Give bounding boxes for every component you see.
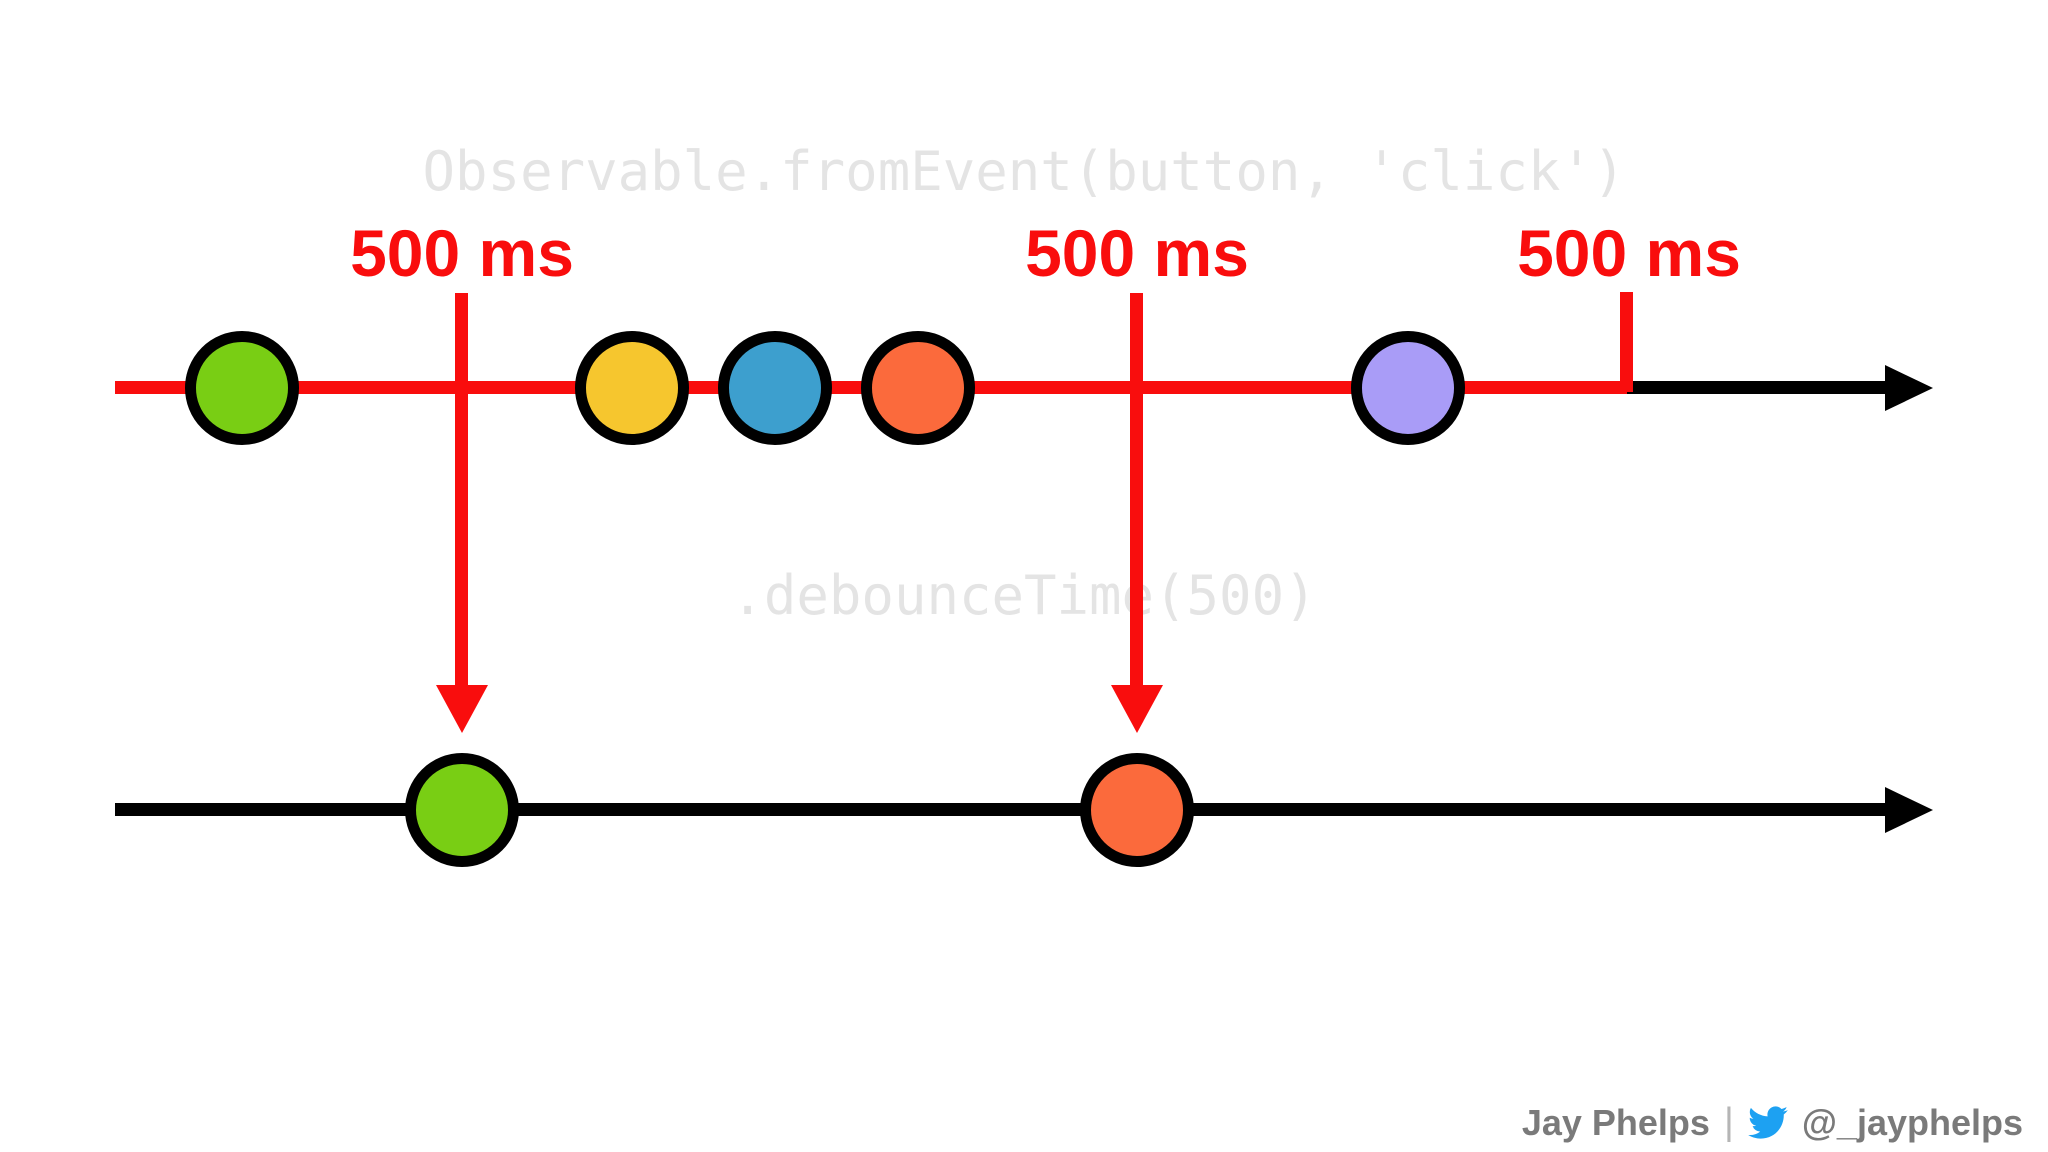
- source-marble-5: [1351, 331, 1465, 445]
- debounce-tick-3: [1620, 292, 1633, 392]
- debounce-arrow-1-line: [455, 293, 468, 685]
- attribution: Jay Phelps | @_jayphelps: [1522, 1101, 2023, 1144]
- source-marble-1: [185, 331, 299, 445]
- author-name: Jay Phelps: [1521, 1101, 1710, 1143]
- output-marble-2: [1080, 753, 1194, 867]
- source-timeline-black-segment: [1627, 381, 1890, 394]
- source-timeline-arrowhead: [1885, 365, 1933, 411]
- twitter-handle: @_jayphelps: [1801, 1101, 2023, 1143]
- debounce-label-1: 500 ms: [350, 216, 574, 290]
- output-timeline-line: [115, 803, 1890, 816]
- debounce-label-3: 500 ms: [1517, 216, 1741, 290]
- debounce-arrow-2-line: [1130, 293, 1143, 685]
- operator-code-caption: .debounceTime(500): [731, 564, 1317, 627]
- source-code-caption: Observable.fromEvent(button, 'click'): [422, 140, 1626, 203]
- source-marble-4: [861, 331, 975, 445]
- debounce-arrow-1-head: [436, 685, 488, 733]
- twitter-bird-icon: [1748, 1106, 1788, 1139]
- output-marble-1: [405, 753, 519, 867]
- source-marble-2: [575, 331, 689, 445]
- output-timeline-arrowhead: [1885, 787, 1933, 833]
- debounce-label-2: 500 ms: [1025, 216, 1249, 290]
- source-marble-3: [718, 331, 832, 445]
- separator: |: [1723, 1101, 1734, 1143]
- debounce-arrow-2-head: [1111, 685, 1163, 733]
